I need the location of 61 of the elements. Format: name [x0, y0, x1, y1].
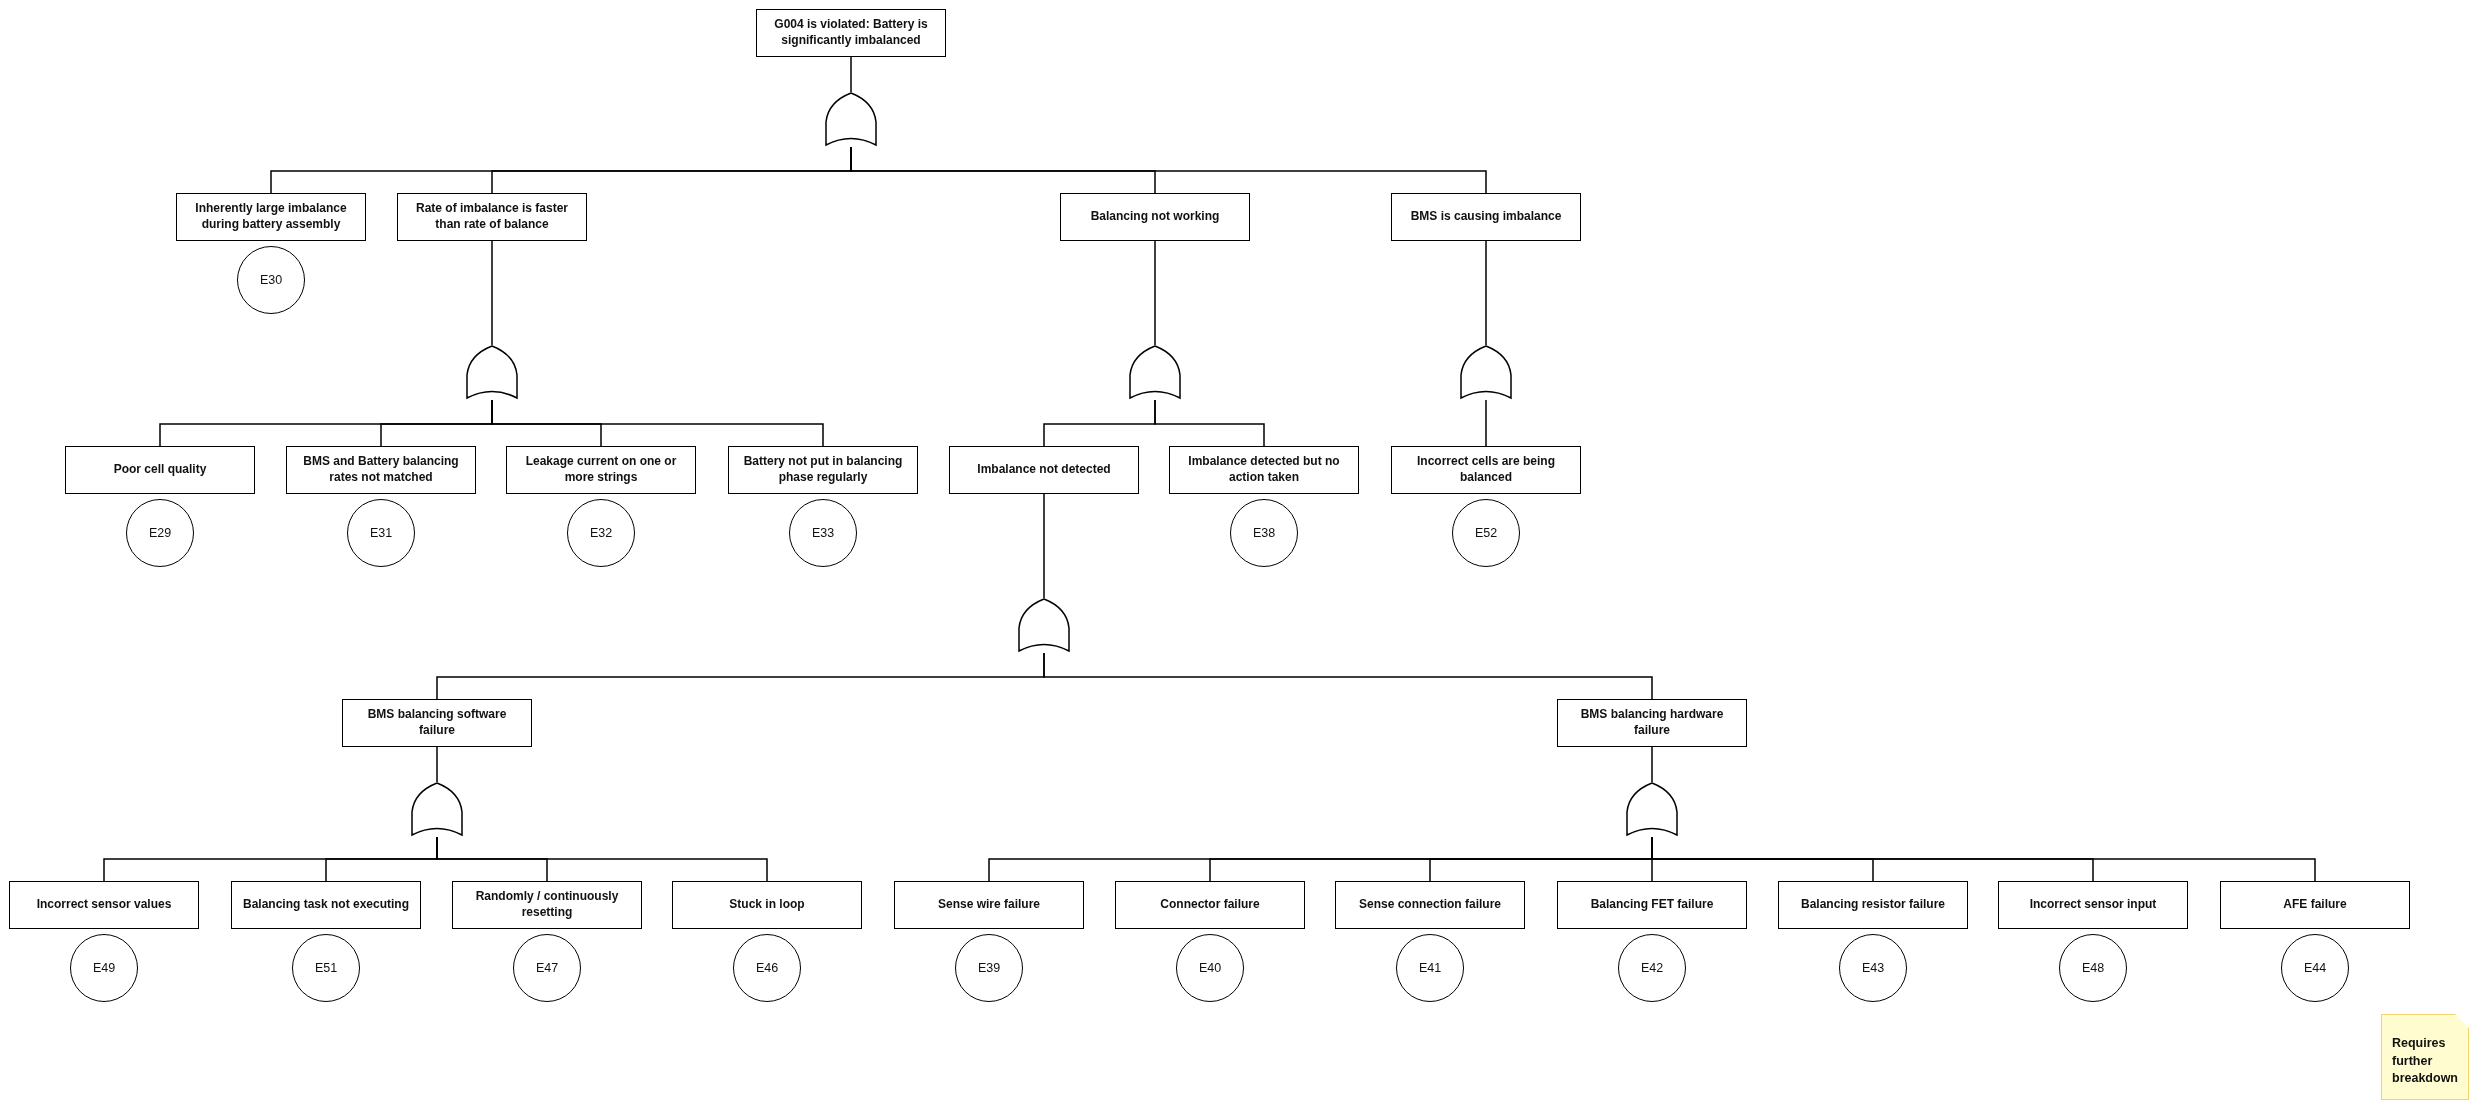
basic-event-circle: E44: [2281, 934, 2349, 1002]
basic-event-circle: E41: [1396, 934, 1464, 1002]
event-box: BMS and Battery balancing rates not matched: [286, 446, 476, 494]
event-box: Balancing resistor failure: [1778, 881, 1968, 929]
basic-event-circle: E33: [789, 499, 857, 567]
event-box: Rate of imbalance is faster than rate of balance: [397, 193, 587, 241]
basic-event-circle: E49: [70, 934, 138, 1002]
event-box: Incorrect cells are being balanced: [1391, 446, 1581, 494]
event-box: BMS balancing hardware failure: [1557, 699, 1747, 747]
basic-event-circle: E48: [2059, 934, 2127, 1002]
connector-line: [1154, 399, 1265, 447]
event-box: Inherently large imbalance during battery assembly: [176, 193, 366, 241]
basic-event-circle: E40: [1176, 934, 1244, 1002]
event-box: BMS balancing software failure: [342, 699, 532, 747]
event-box: Balancing FET failure: [1557, 881, 1747, 929]
basic-event-circle: E42: [1618, 934, 1686, 1002]
connector-line: [1651, 746, 1653, 783]
or-gate: [465, 345, 519, 400]
basic-event-circle: E47: [513, 934, 581, 1002]
basic-event-circle: E31: [347, 499, 415, 567]
event-box: Balancing not working: [1060, 193, 1250, 241]
event-box: Incorrect sensor input: [1998, 881, 2188, 929]
event-box: Sense wire failure: [894, 881, 1084, 929]
connector-line: [1485, 240, 1487, 346]
basic-event-circle: E39: [955, 934, 1023, 1002]
basic-event-circle: E30: [237, 246, 305, 314]
or-gate: [1459, 345, 1513, 400]
event-box: Randomly / continuously resetting: [452, 881, 642, 929]
or-gate: [410, 782, 464, 837]
connector-line: [1154, 240, 1156, 346]
event-box: Balancing task not executing: [231, 881, 421, 929]
event-box: G004 is violated: Battery is significantly imbalanced: [756, 9, 946, 57]
event-box: BMS is causing imbalance: [1391, 193, 1581, 241]
event-box: Poor cell quality: [65, 446, 255, 494]
event-box: Incorrect sensor values: [9, 881, 199, 929]
connector-line: [491, 240, 493, 346]
event-box: Battery not put in balancing phase regularly: [728, 446, 918, 494]
basic-event-circle: E29: [126, 499, 194, 567]
sticky-note: Requires further breakdown: [2381, 1014, 2469, 1100]
or-gate: [1128, 345, 1182, 400]
basic-event-circle: E32: [567, 499, 635, 567]
or-gate: [1625, 782, 1679, 837]
event-box: Stuck in loop: [672, 881, 862, 929]
event-box: Sense connection failure: [1335, 881, 1525, 929]
or-gate: [824, 92, 878, 147]
connector-line: [1485, 399, 1487, 447]
connector-line: [1043, 493, 1045, 599]
event-box: Leakage current on one or more strings: [506, 446, 696, 494]
or-gate: [1017, 598, 1071, 653]
basic-event-circle: E38: [1230, 499, 1298, 567]
event-box: Imbalance detected but no action taken: [1169, 446, 1359, 494]
event-box: Connector failure: [1115, 881, 1305, 929]
basic-event-circle: E52: [1452, 499, 1520, 567]
connector-line: [436, 746, 438, 783]
basic-event-circle: E51: [292, 934, 360, 1002]
basic-event-circle: E46: [733, 934, 801, 1002]
event-box: Imbalance not detected: [949, 446, 1139, 494]
connector-line: [850, 56, 852, 93]
basic-event-circle: E43: [1839, 934, 1907, 1002]
event-box: AFE failure: [2220, 881, 2410, 929]
connector-line: [1043, 652, 1653, 700]
